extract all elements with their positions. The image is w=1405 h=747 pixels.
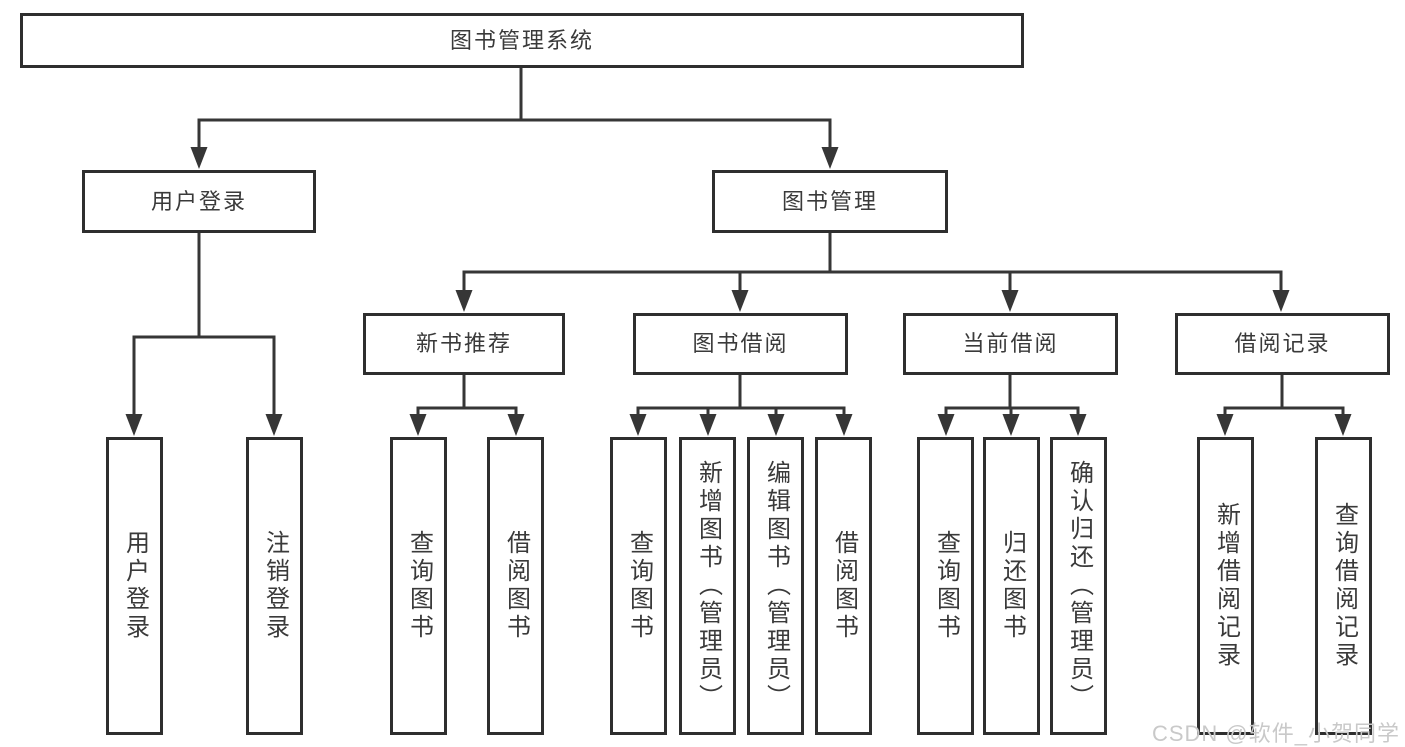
leaf-return-book: 归还图书 xyxy=(983,437,1040,735)
node-user-login: 用户登录 xyxy=(82,170,316,233)
leaf-query-books-current: 查询图书 xyxy=(917,437,974,735)
csdn-watermark: CSDN @软件_小贺同学 xyxy=(1151,721,1400,746)
node-borrow-records: 借阅记录 xyxy=(1175,313,1390,375)
leaf-confirm-return-admin: 确认归还（管理员） xyxy=(1050,437,1107,735)
node-book-borrowing: 图书借阅 xyxy=(633,313,848,375)
leaf-add-book-admin: 新增图书（管理员） xyxy=(679,437,736,735)
leaf-borrow-books-borrowing: 借阅图书 xyxy=(815,437,872,735)
leaf-query-borrow-record: 查询借阅记录 xyxy=(1315,437,1372,735)
node-current-borrowing: 当前借阅 xyxy=(903,313,1118,375)
leaf-borrow-books-recommend: 借阅图书 xyxy=(487,437,544,735)
leaf-edit-book-admin: 编辑图书（管理员） xyxy=(747,437,804,735)
leaf-query-books-borrowing: 查询图书 xyxy=(610,437,667,735)
leaf-query-books-recommend: 查询图书 xyxy=(390,437,447,735)
leaf-user-login: 用户登录 xyxy=(106,437,163,735)
leaf-logout: 注销登录 xyxy=(246,437,303,735)
node-book-management: 图书管理 xyxy=(712,170,948,233)
node-new-book-recommend: 新书推荐 xyxy=(363,313,565,375)
leaf-add-borrow-record: 新增借阅记录 xyxy=(1197,437,1254,735)
node-root-library-system: 图书管理系统 xyxy=(20,13,1024,68)
